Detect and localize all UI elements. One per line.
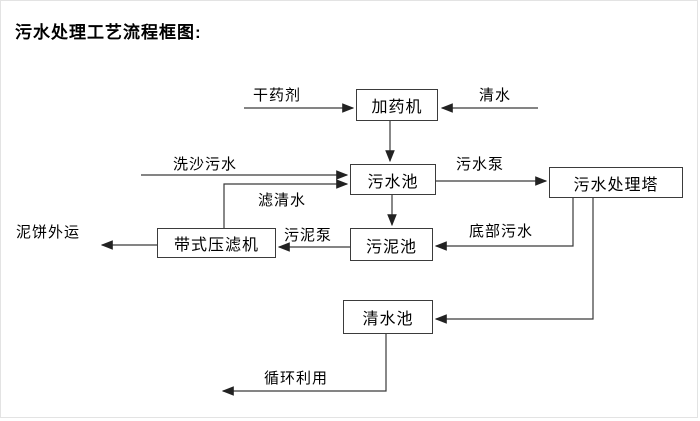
label-bottom-sewage: 底部污水: [469, 223, 534, 240]
node-clean-water-pool: 清水池: [343, 300, 433, 334]
node-belt-filter-press: 带式压滤机: [157, 228, 276, 258]
label-dry-chemical: 干药剂: [253, 87, 302, 104]
arrow-tower-bottom-sewage-to-sludge-pool: [434, 198, 574, 251]
arrow-tower-to-clean-water-pool: [434, 198, 594, 324]
label-sludge-pump: 污泥泵: [284, 227, 333, 244]
arrow-clean-water-pool-to-recycle: [221, 334, 387, 396]
label-recycling: 循环利用: [264, 370, 329, 387]
node-dosing-machine: 加药机: [356, 89, 438, 121]
node-sewage-pool: 污水池: [350, 164, 436, 195]
arrow-filtered-water-to-sewage-pool: [223, 179, 349, 228]
label-clean-water: 清水: [479, 87, 512, 104]
diagram-title: 污水处理工艺流程框图:: [15, 23, 202, 42]
node-sludge-pool: 污泥池: [350, 228, 433, 261]
node-sewage-treatment-tower: 污水处理塔: [549, 167, 683, 198]
label-sand-washing-sewage: 洗沙污水: [173, 156, 238, 173]
label-sewage-pump: 污水泵: [456, 156, 505, 173]
label-filtered-clean-water: 滤清水: [258, 192, 307, 209]
label-mud-cake-outbound: 泥饼外运: [16, 224, 81, 241]
